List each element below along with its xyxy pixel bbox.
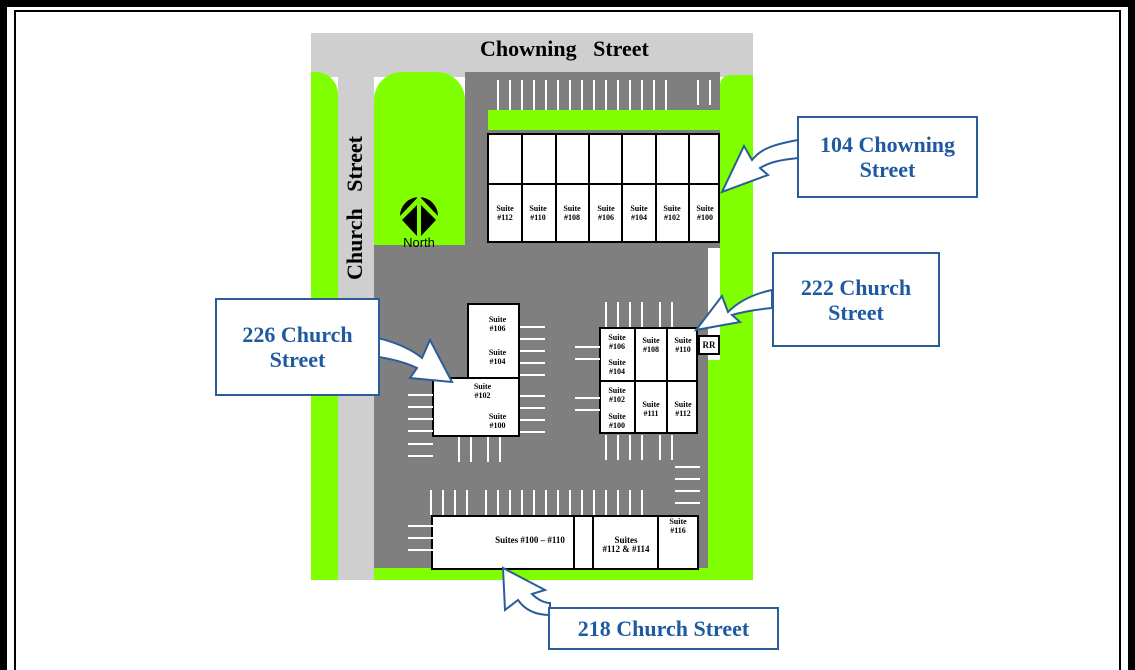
callout-104-chowning: 104 Chowning Street (797, 116, 978, 198)
suite-label: Suite#104 (488, 348, 507, 366)
suite-label: Suite#102 (663, 204, 681, 222)
callout-226-church: 226 Church Street (215, 298, 380, 396)
grass-bottom-strip (374, 568, 753, 580)
suite-label: Suite#112 (496, 204, 514, 222)
callout-line: 104 Chowning (819, 132, 956, 157)
street-label-chowning: Chowning Street (480, 36, 649, 61)
suite-label: Suite#108 (563, 204, 581, 222)
grass-right-island (708, 360, 720, 570)
callout-218-church: 218 Church Street (548, 607, 779, 650)
callout-line: Street (828, 299, 884, 325)
callout-222-church: 222 Church Street (772, 252, 940, 347)
suite-label: Suite#106 (597, 204, 615, 222)
building-226-church-lower (432, 377, 520, 437)
suite-label: Suite#102 (473, 382, 492, 400)
suite-label: Suite#110 (529, 204, 547, 222)
grass-top-island (488, 110, 720, 130)
suite-label: Suite#104 (630, 204, 648, 222)
callout-line: Street (859, 157, 916, 182)
suite-label: Suite#100 (696, 204, 714, 222)
suite-label: Suite#106 (608, 333, 626, 351)
callout-line: 226 Church (242, 322, 353, 347)
chowning-street-road (311, 33, 753, 77)
suite-label: Suite#111 (642, 400, 660, 418)
callout-line: 218 Church Street (577, 616, 750, 641)
building-104-chowning (487, 133, 720, 243)
restroom: RR (698, 335, 720, 355)
suite-label: Suite#110 (674, 336, 692, 354)
north-label: North (403, 235, 435, 250)
suite-label: Suite#102 (608, 386, 626, 404)
suite-label: Suite#108 (642, 336, 660, 354)
suite-label: Suite#104 (608, 358, 626, 376)
building-226-church (467, 303, 520, 383)
suite-label: Suite#116 (669, 517, 687, 535)
building-218-church (431, 515, 699, 570)
suite-label: Suite#100 (608, 412, 626, 430)
suite-label: Suite#106 (488, 315, 507, 333)
suite-label: Suites#112 & #114 (602, 535, 650, 554)
inner-frame (14, 10, 1121, 670)
callout-line: 222 Church (800, 274, 912, 300)
suite-label: Suite#100 (488, 412, 507, 430)
suite-label: Suite#112 (674, 400, 692, 418)
suite-label: Suites #100 – #110 (495, 535, 565, 545)
callout-line: Street (269, 347, 326, 372)
